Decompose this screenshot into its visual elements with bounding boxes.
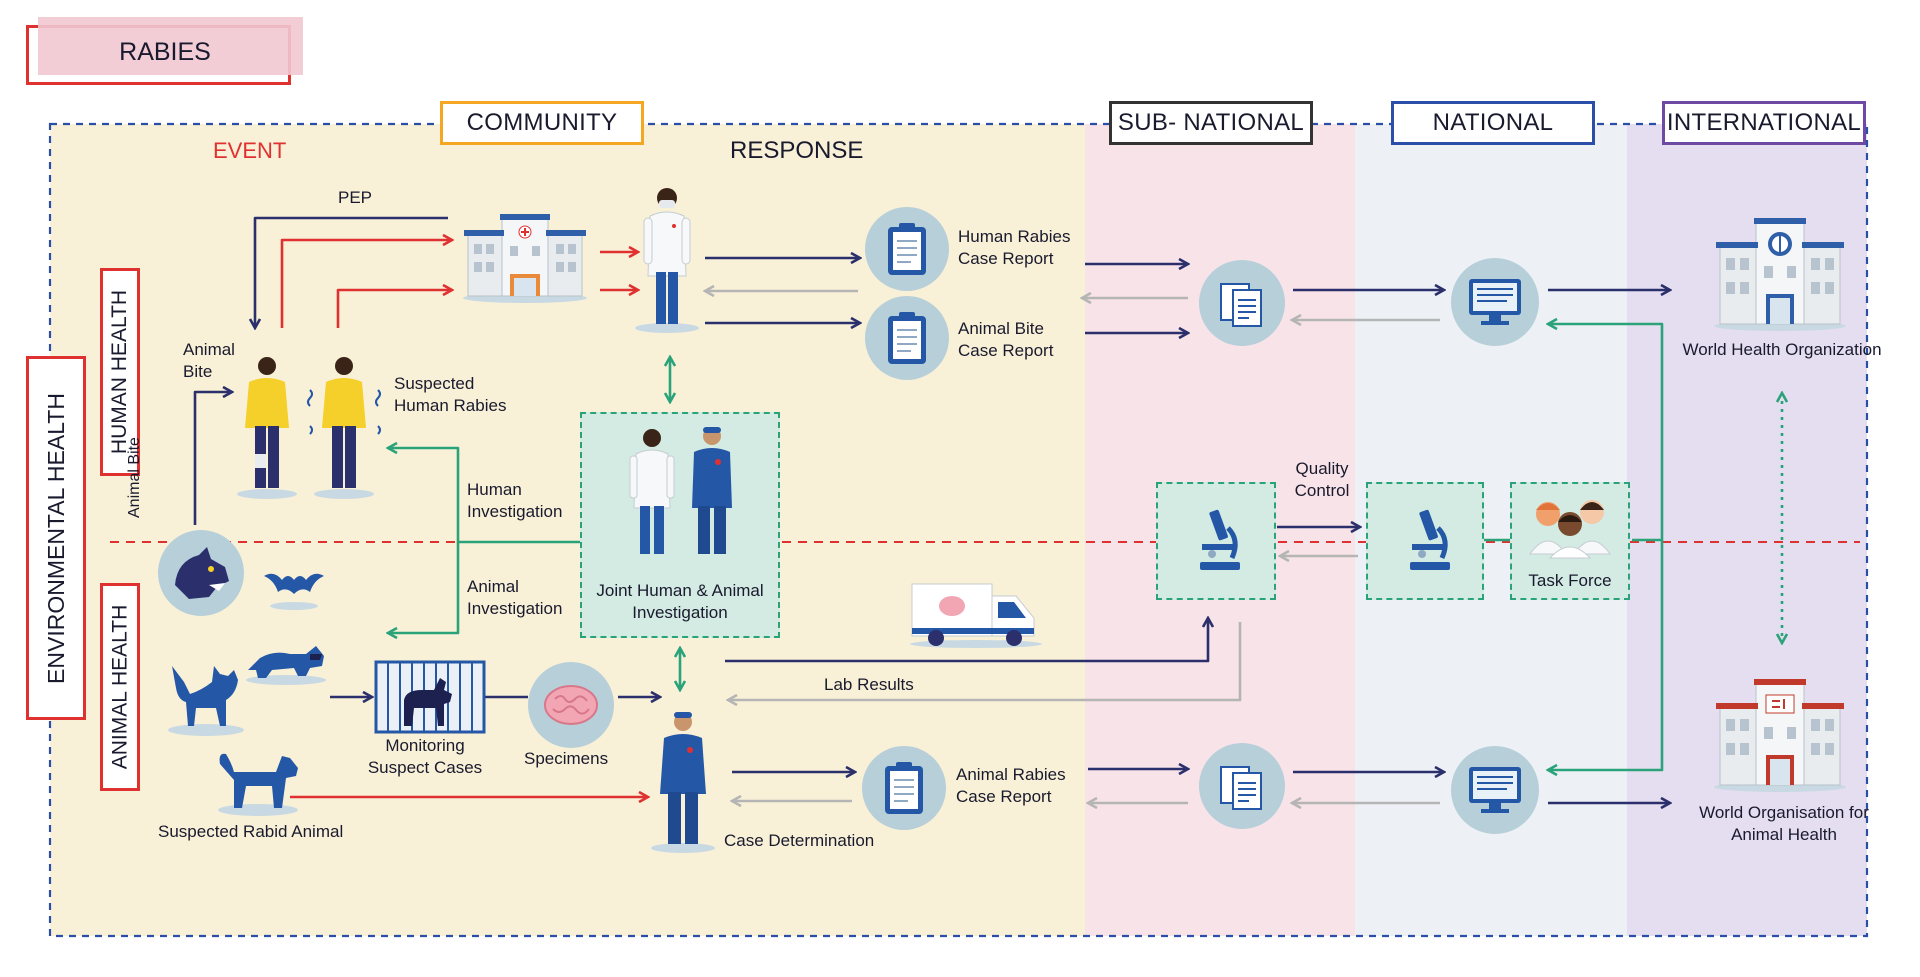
specimens-to-lab-arrow	[725, 618, 1208, 663]
human-investigation-arrow	[388, 448, 580, 544]
joint-investigation-label: Joint Human & Animal Investigation	[596, 581, 764, 622]
hospital-icon	[463, 214, 587, 303]
woah-building-icon	[1714, 679, 1846, 792]
bat-icon	[264, 573, 324, 610]
environmental-health-label: ENVIRONMENTAL HEALTH	[42, 392, 69, 684]
woah-label: World Organisation for Animal Health	[1699, 803, 1869, 844]
title-fill	[38, 17, 303, 75]
national-animal-computer-icon	[1451, 746, 1539, 834]
microscope-icon	[1410, 509, 1450, 570]
animal-bite-report-icon	[865, 296, 949, 380]
animal-rabies-case-report-label: Animal Rabies Case Report	[956, 765, 1066, 806]
community-header: COMMUNITY	[440, 101, 644, 145]
suspected-person-icon	[307, 357, 381, 499]
aggressive-dog-circle	[158, 530, 244, 616]
task-force-people-icon	[1529, 500, 1611, 559]
task-force-label: Task Force	[1528, 571, 1612, 590]
environmental-health-box: ENVIRONMENTAL HEALTH	[26, 356, 86, 720]
animal-bite-vertical-label: Animal Bite	[126, 437, 143, 518]
bite-to-hospital-arrow	[280, 240, 452, 328]
joint-investigation-box	[580, 412, 780, 638]
person-icon	[237, 357, 297, 499]
animal-bite-top-label: Animal Bite	[183, 340, 235, 381]
suspected-rabid-dog-icon	[218, 753, 298, 816]
ambulance-icon	[910, 583, 1042, 648]
national-lab-box	[1366, 482, 1484, 600]
taskforce-to-who-arrow	[1548, 324, 1664, 542]
pep-arrow	[255, 216, 448, 328]
national-human-computer-icon	[1451, 258, 1539, 346]
clipboard-icon	[885, 762, 923, 814]
pep-label: PEP	[338, 188, 373, 207]
suspected-rabid-animal-label: Suspected Rabid Animal	[158, 822, 344, 841]
cat-icon	[168, 666, 244, 736]
suspected-to-hospital-arrow	[336, 290, 452, 328]
human-investigation-label: Human Investigation	[467, 480, 563, 521]
dog-icon	[175, 547, 229, 599]
page-title: RABIES	[119, 38, 211, 66]
animal-health-box: ANIMAL HEALTH	[100, 583, 140, 791]
doctor-icon	[635, 188, 699, 333]
cage-icon	[374, 660, 486, 734]
animal-bite-case-report-label: Animal Bite Case Report	[958, 319, 1054, 360]
suspected-human-rabies-label: Suspected Human Rabies	[394, 374, 507, 415]
animal-rabies-report-icon	[862, 746, 946, 830]
animal-investigation-arrow	[388, 542, 460, 633]
brain-icon	[544, 685, 598, 725]
computer-monitor-icon	[1469, 279, 1521, 325]
national-header: NATIONAL	[1391, 101, 1595, 145]
microscope-icon	[1200, 509, 1240, 570]
animal-bite-arrow	[193, 392, 232, 525]
human-rabies-report-icon	[865, 207, 949, 291]
clipboard-icon	[888, 312, 926, 364]
subnational-animal-docs-icon	[1199, 743, 1285, 829]
animal-health-label: ANIMAL HEALTH	[108, 604, 132, 770]
quality-control-label: Quality Control	[1294, 459, 1350, 500]
specimens-icon	[528, 662, 614, 748]
international-header: INTERNATIONAL	[1662, 101, 1866, 145]
sub-national-header: SUB- NATIONAL	[1109, 101, 1313, 145]
who-label: World Health Organization	[1682, 340, 1882, 359]
human-health-label: HUMAN HEALTH	[108, 289, 131, 455]
monitoring-suspect-cases-label: Monitoring Suspect Cases	[367, 736, 483, 777]
computer-monitor-icon	[1469, 767, 1521, 813]
human-rabies-case-report-label: Human Rabies Case Report	[958, 227, 1071, 268]
documents-icon	[1220, 283, 1262, 327]
human-health-box: HUMAN HEALTH	[100, 268, 140, 476]
clipboard-icon	[888, 223, 926, 275]
caged-dog-icon	[404, 678, 452, 726]
task-force-box: Task Force	[1510, 482, 1630, 600]
documents-icon	[1220, 766, 1262, 810]
subnational-human-docs-icon	[1199, 260, 1285, 346]
specimens-label: Specimens	[524, 749, 609, 768]
lab-results-label: Lab Results	[824, 675, 914, 694]
subnational-lab-box	[1156, 482, 1276, 600]
who-building-icon	[1714, 218, 1846, 331]
animal-investigation-label: Animal Investigation	[467, 577, 563, 618]
case-determination-label: Case Determination	[724, 831, 875, 850]
event-heading: EVENT	[213, 138, 287, 163]
raccoon-icon	[246, 646, 326, 685]
lab-results-arrow	[728, 622, 1242, 700]
veterinary-staff-icon	[651, 712, 715, 853]
response-heading: RESPONSE	[730, 137, 864, 164]
taskforce-to-woah-arrow	[1548, 540, 1664, 770]
joint-investigation-staff-icon	[629, 427, 732, 554]
